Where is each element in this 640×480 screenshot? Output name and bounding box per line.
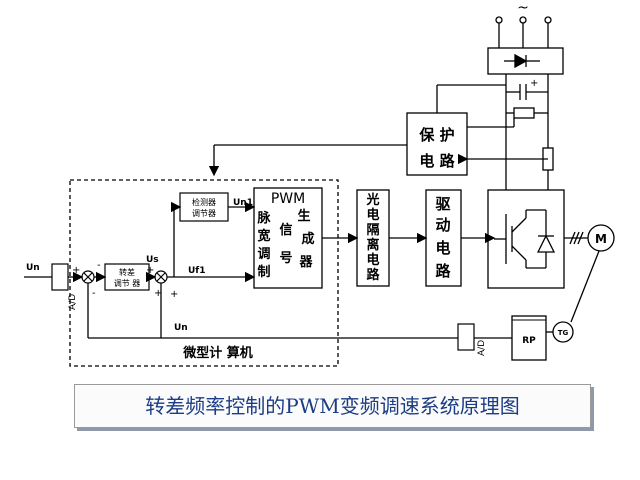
- pwm-label-c6: 号: [279, 251, 292, 266]
- rectifier: [487, 47, 564, 75]
- plus-sign-1: +: [72, 265, 80, 276]
- dc-bus: [505, 74, 554, 190]
- power-supply: [495, 16, 552, 48]
- slip-regulator-block: [104, 263, 150, 291]
- pwm-label-c1: 脉: [256, 210, 271, 226]
- uf1-label: Uf1: [188, 266, 206, 276]
- diagram-caption: 转差频率控制的PWM变频调速系统原理图: [145, 394, 520, 418]
- control-wiring: [24, 201, 512, 339]
- opto-label-6: 路: [366, 267, 380, 283]
- freq-reg-label-2: 调节器: [192, 209, 216, 218]
- ad-left-label: A/D: [68, 294, 78, 310]
- opto-label-3: 隔: [366, 222, 379, 238]
- pwm-label-c7: 生: [297, 208, 310, 224]
- inverter-bridge: [487, 189, 565, 289]
- microcomputer-region: [69, 179, 339, 367]
- drive-label-4: 路: [435, 262, 451, 280]
- freq-regulator-block: [179, 192, 229, 222]
- summing-junction-1: [81, 270, 95, 284]
- pwm-label-c4: 制: [257, 264, 270, 280]
- protection-wiring: [208, 84, 548, 177]
- plus-sign-3: +: [170, 289, 178, 300]
- drive-label-3: 电: [435, 239, 450, 257]
- un-feedback-label: Un: [174, 323, 188, 333]
- microcomputer-label: 微型计 算机: [182, 345, 253, 361]
- plus-sign-2: +: [146, 265, 154, 276]
- opto-label-2: 电: [366, 207, 379, 223]
- motor-label: M: [595, 232, 607, 246]
- minus-sign-1: -: [92, 288, 96, 299]
- minus-sign-2: -: [97, 260, 101, 271]
- tg-label: TG: [558, 329, 569, 337]
- cap-plus-sign: +: [530, 78, 538, 89]
- ac-symbol: ~: [517, 0, 529, 16]
- drive-circuit-block: [425, 189, 462, 287]
- pwm-label-c2: 宽: [256, 228, 270, 244]
- motor: [564, 224, 615, 323]
- caption-box: 转差频率控制的PWM变频调速系统原理图: [74, 384, 591, 428]
- freq-reg-label-1: 检测器: [192, 197, 216, 207]
- drive-label-1: 驱: [435, 195, 450, 213]
- pwm-label-c5: 信: [279, 222, 292, 238]
- pwm-generator-block: [253, 187, 323, 289]
- pwm-title: PWM: [271, 191, 305, 207]
- output-ad-block: [457, 323, 475, 351]
- ad-right-label: A/D: [477, 340, 487, 356]
- protection-label-line1: 保 护: [418, 126, 454, 144]
- opto-label-1: 光: [365, 192, 379, 208]
- input-ad-block: [51, 263, 69, 291]
- pwm-label-c8: 成: [301, 231, 314, 247]
- rp-label: RP: [522, 336, 536, 346]
- pwm-label-c9: 器: [298, 255, 313, 270]
- us-label: Us: [146, 255, 159, 265]
- plus-sign-4: +: [154, 288, 162, 299]
- opto-label-5: 电: [366, 252, 379, 268]
- pwm-label-c3: 调: [257, 247, 270, 262]
- un1-label: Un1: [233, 198, 253, 208]
- opto-label-4: 离: [366, 237, 379, 253]
- slip-reg-label-1: 转差: [119, 267, 135, 277]
- protection-circuit-block: [406, 112, 468, 176]
- summing-junction-2: [154, 270, 168, 284]
- un-input-label: Un: [26, 263, 40, 273]
- rp-block: [511, 315, 547, 361]
- protection-label-line2: 电 路: [419, 152, 455, 170]
- drive-label-2: 动: [435, 216, 450, 234]
- slip-reg-label-2: 调节 器: [114, 279, 141, 288]
- tachogenerator: [546, 321, 574, 343]
